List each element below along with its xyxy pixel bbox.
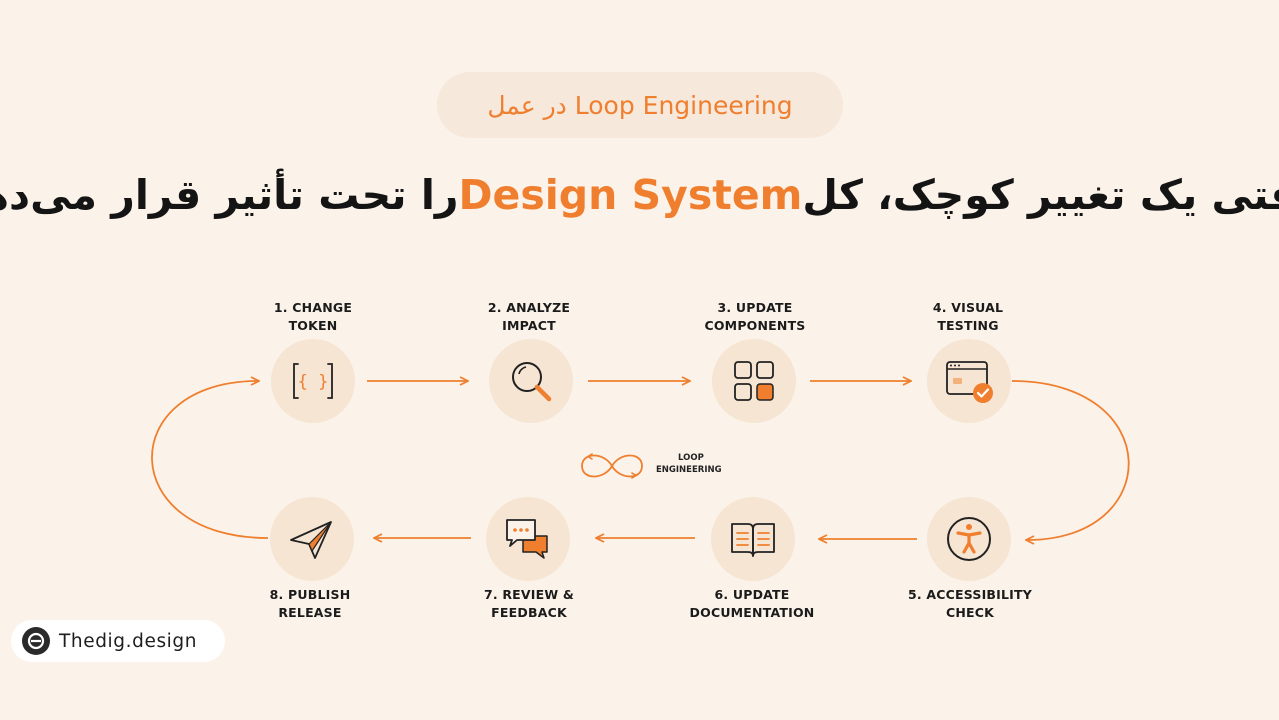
page-title: وقتی یک تغییر کوچک، کل Design System را …: [0, 160, 1279, 230]
title-accent: Design System: [458, 171, 803, 219]
step-4-node: [927, 339, 1011, 423]
step-3-node: [712, 339, 796, 423]
step-2-label: 2. ANALYZE IMPACT: [487, 300, 571, 333]
step-5-label: 5. ACCESSIBILITY CHECK: [907, 587, 1033, 620]
step-7-label: 7. REVIEW & FEEDBACK: [483, 587, 575, 620]
component-grid-icon: [734, 361, 774, 401]
step-8-label: 8. PUBLISH RELEASE: [269, 587, 351, 620]
brand-logo-icon: [22, 627, 50, 655]
title-part-2: را تحت تأثیر قرار می‌دهد: [0, 171, 459, 219]
brand-name: Thedig.design: [59, 630, 198, 652]
step-6-label: 6. UPDATE DOCUMENTATION: [689, 587, 815, 620]
accessibility-icon: [947, 517, 991, 561]
arrow-8-to-1: [151, 381, 269, 539]
chat-bubbles-icon: [506, 519, 548, 559]
brand-pill[interactable]: Thedig.design: [11, 620, 225, 662]
step-6-node: [711, 497, 795, 581]
svg-text:{ }: { }: [298, 372, 329, 392]
infinity-loop-icon: [581, 453, 643, 479]
step-2-node: [489, 339, 573, 423]
loop-engineering-caption: LOOP ENGINEERING: [656, 453, 722, 475]
step-7-node: [486, 497, 570, 581]
step-1-node: { }: [271, 339, 355, 423]
browser-check-icon: [946, 361, 993, 403]
topic-badge: Loop Engineering در عمل: [437, 72, 843, 138]
topic-badge-text: Loop Engineering در عمل: [487, 90, 793, 120]
step-1-label: 1. CHANGE TOKEN: [273, 300, 353, 333]
magnifier-icon: [512, 362, 552, 402]
title-part-1: وقتی یک تغییر کوچک، کل: [802, 171, 1279, 219]
step-5-node: [927, 497, 1011, 581]
step-4-label: 4. VISUAL TESTING: [932, 300, 1004, 333]
open-book-icon: [731, 523, 775, 557]
paper-plane-icon: [290, 521, 332, 559]
arrow-4-to-5: [1011, 380, 1130, 540]
step-8-node: [270, 497, 354, 581]
step-3-label: 3. UPDATE COMPONENTS: [704, 300, 806, 333]
curly-braces-icon: { }: [293, 363, 333, 399]
